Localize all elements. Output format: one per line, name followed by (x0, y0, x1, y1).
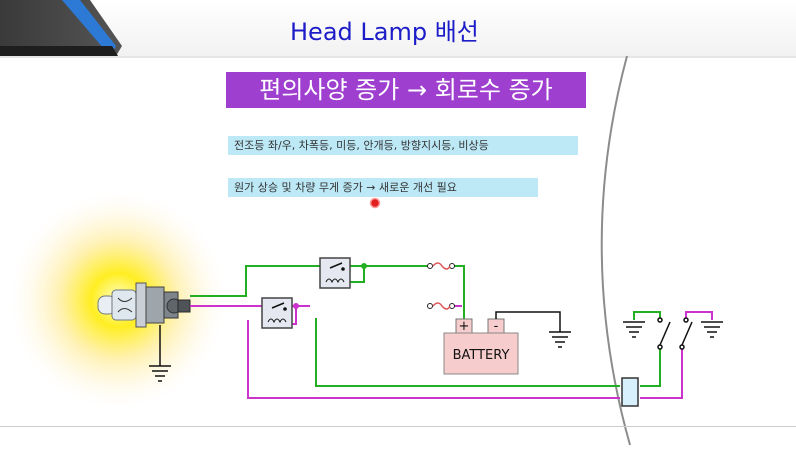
battery-label: BATTERY (453, 348, 510, 363)
note-lamp-types: 전조등 좌/우, 차폭등, 미등, 안개등, 방향지시등, 비상등 (228, 136, 578, 155)
relay-lower-icon (261, 297, 299, 329)
corner-decoration (0, 0, 122, 56)
connector-block-icon (621, 377, 639, 407)
battery-negative-label: - (494, 319, 499, 334)
pointer-dot (369, 197, 381, 209)
fuse-upper-icon (427, 262, 455, 270)
note-cost-increase: 원가 상승 및 차량 무게 증가 → 새로운 개선 필요 (228, 178, 538, 197)
right-switch-branch (633, 311, 661, 387)
battery-positive-label: + (459, 319, 470, 334)
curve-divider (600, 55, 631, 446)
headlamp-bulb-icon (97, 282, 191, 328)
battery-ground-icon (495, 311, 571, 348)
slide-header (0, 0, 796, 58)
switch-ground-left-icon (623, 321, 645, 338)
switch-ground-right-icon (701, 321, 723, 338)
headlamp-switch-icon (657, 317, 693, 350)
fuse-lower-icon (427, 302, 455, 310)
high-beam-wire (190, 265, 620, 387)
slide-title: Head Lamp 배선 (290, 18, 479, 46)
relay-upper-icon (319, 257, 367, 289)
banner-heading: 편의사양 증가 → 회로수 증가 (226, 72, 586, 108)
slide-footer-line (0, 426, 796, 427)
lamp-ground-icon (149, 325, 171, 382)
battery-icon: + - BATTERY (443, 318, 519, 375)
